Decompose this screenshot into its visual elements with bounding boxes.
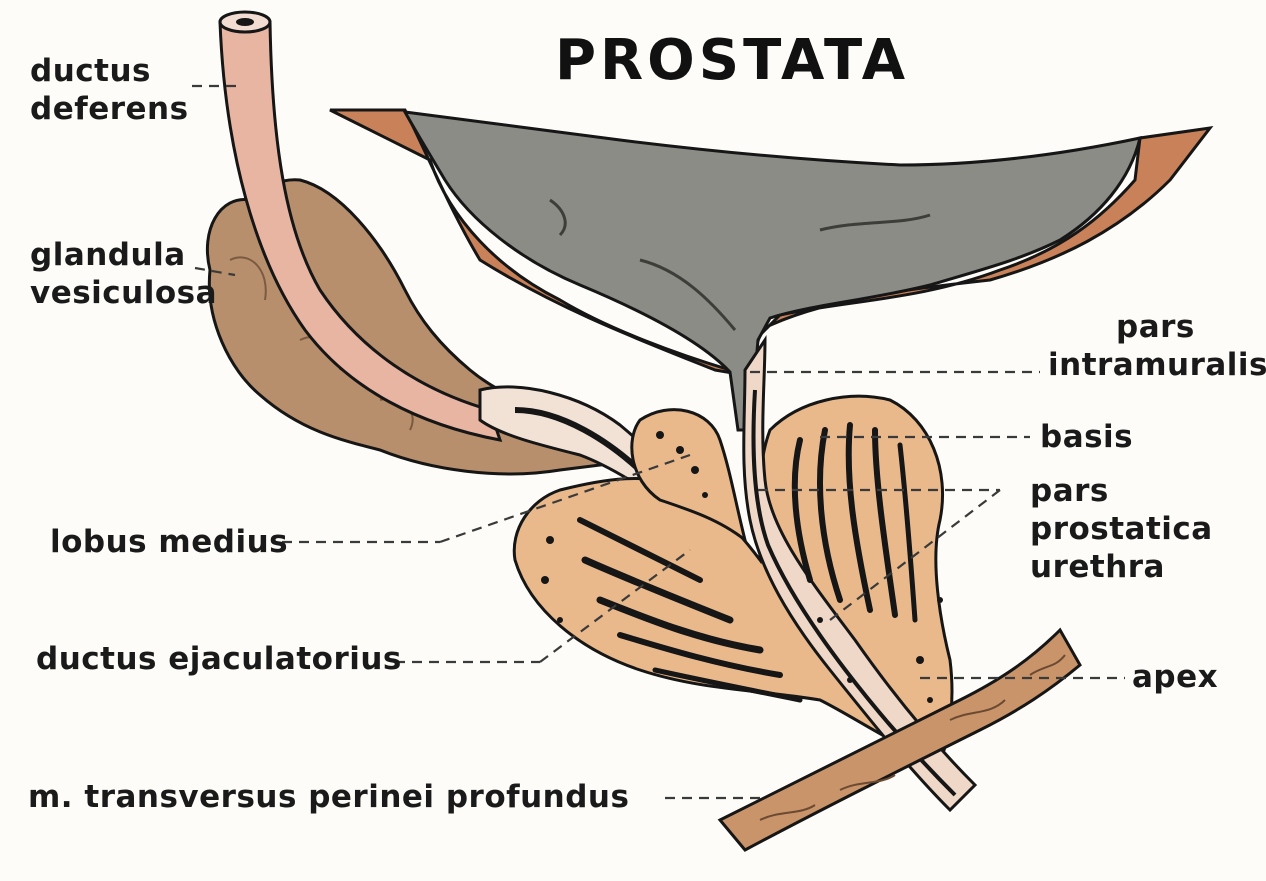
- label-pars-prostatica-urethra: pars prostatica urethra: [1030, 472, 1213, 586]
- label-glandula-vesiculosa: glandula vesiculosa: [30, 236, 217, 312]
- label-apex: apex: [1132, 658, 1218, 696]
- diagram-title: PROSTATA: [555, 28, 909, 93]
- label-basis: basis: [1040, 418, 1133, 456]
- ductus-lumen: [236, 18, 254, 26]
- label-m-transversus: m. transversus perinei profundus: [28, 778, 629, 816]
- label-ductus-ejaculatorius: ductus ejaculatorius: [36, 640, 402, 678]
- label-pars-intramuralis: pars intramuralis: [1048, 308, 1266, 384]
- label-lobus-medius: lobus medius: [50, 523, 288, 561]
- label-ductus-deferens: ductus deferens: [30, 52, 189, 128]
